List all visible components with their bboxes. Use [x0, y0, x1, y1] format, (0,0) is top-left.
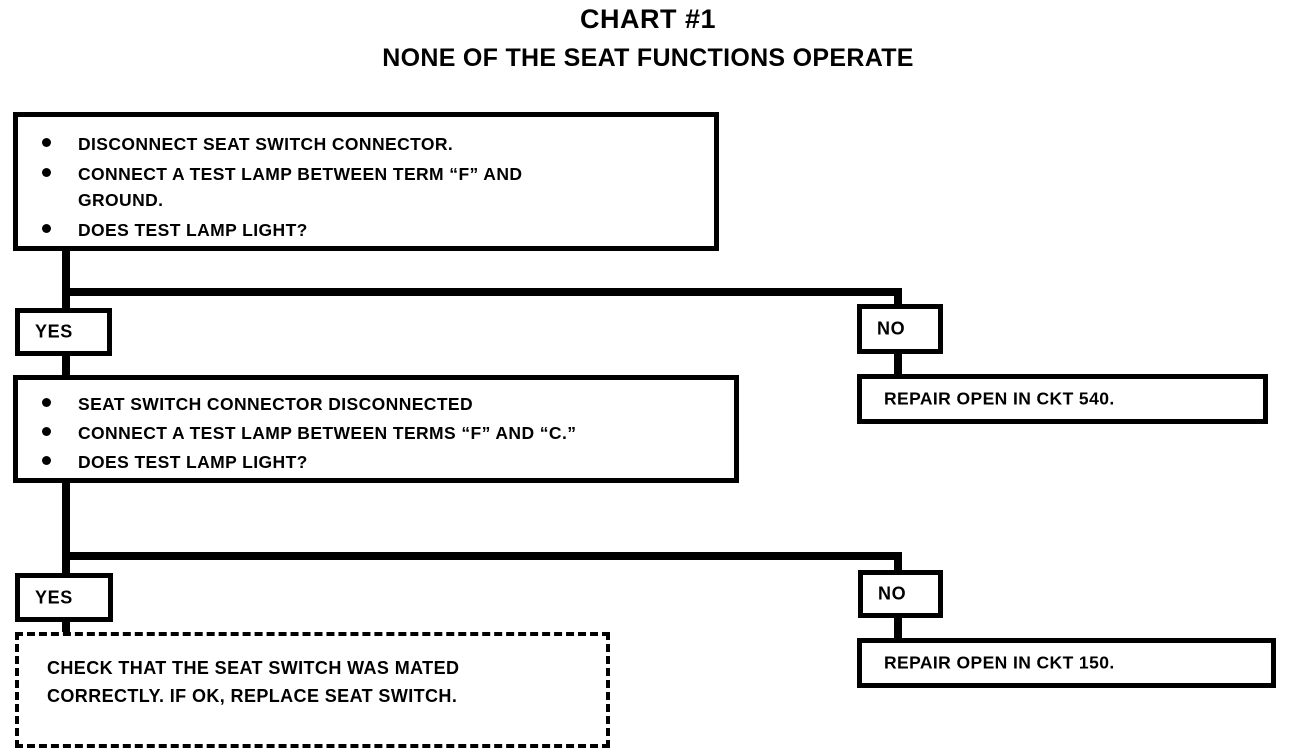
bullet-dot-icon — [42, 398, 51, 407]
step1-bullet-2: CONNECT A TEST LAMP BETWEEN TERM “F” AND… — [78, 164, 523, 210]
step1-bullet-1: DISCONNECT SEAT SWITCH CONNECTOR. — [78, 134, 454, 154]
branch1-no-outcome-box: REPAIR OPEN IN CKT 540. — [857, 374, 1268, 424]
bullet-dot-icon — [42, 456, 51, 465]
page-title: CHART #1 — [579, 4, 717, 34]
connector-branch2-no-to-repair — [894, 618, 902, 640]
branch1-yes-box: YES — [15, 308, 112, 356]
connector-branch2-bar — [62, 552, 902, 560]
branch2-no-box: NO — [858, 570, 943, 618]
list-item: DOES TEST LAMP LIGHT? — [18, 217, 714, 243]
branch2-yes-outcome-label: CHECK THAT THE SEAT SWITCH WAS MATED COR… — [47, 658, 460, 706]
list-item: DISCONNECT SEAT SWITCH CONNECTOR. — [18, 131, 714, 157]
branch1-no-box: NO — [857, 304, 943, 354]
branch2-yes-box: YES — [15, 573, 113, 622]
step1-instruction-box: DISCONNECT SEAT SWITCH CONNECTOR. CONNEC… — [13, 112, 719, 251]
bullet-dot-icon — [42, 168, 51, 177]
list-item: CONNECT A TEST LAMP BETWEEN TERMS “F” AN… — [18, 420, 734, 446]
page-subtitle: NONE OF THE SEAT FUNCTIONS OPERATE — [382, 44, 914, 72]
connector-branch1-yes-drop — [62, 356, 70, 378]
branch1-no-label: NO — [877, 318, 906, 339]
step2-bullet-1: SEAT SWITCH CONNECTOR DISCONNECTED — [78, 394, 474, 414]
bullet-dot-icon — [42, 427, 51, 436]
bullet-dot-icon — [42, 224, 51, 233]
step2-bullet-2: CONNECT A TEST LAMP BETWEEN TERMS “F” AN… — [78, 423, 577, 443]
connector-branch1-bar — [62, 288, 902, 296]
connector-branch1-no-drop — [894, 288, 902, 308]
step2-bullet-list: SEAT SWITCH CONNECTOR DISCONNECTED CONNE… — [18, 380, 734, 478]
branch2-yes-label: YES — [35, 587, 73, 607]
list-item: DOES TEST LAMP LIGHT? — [18, 449, 734, 475]
branch2-no-outcome-box: REPAIR OPEN IN CKT 150. — [857, 638, 1276, 688]
connector-step1-stem — [62, 251, 70, 311]
step1-bullet-3: DOES TEST LAMP LIGHT? — [78, 220, 308, 240]
branch1-no-outcome-label: REPAIR OPEN IN CKT 540. — [884, 388, 1115, 409]
branch2-no-outcome-label: REPAIR OPEN IN CKT 150. — [884, 652, 1115, 673]
connector-branch2-no-drop — [894, 552, 902, 572]
branch2-no-label: NO — [878, 583, 907, 604]
connector-branch1-no-to-repair — [894, 354, 902, 376]
branch1-yes-label: YES — [35, 321, 73, 342]
list-item: SEAT SWITCH CONNECTOR DISCONNECTED — [18, 391, 734, 417]
connector-branch2-yes-drop — [62, 622, 70, 638]
branch2-yes-outcome-box: CHECK THAT THE SEAT SWITCH WAS MATED COR… — [15, 632, 610, 748]
step2-instruction-box: SEAT SWITCH CONNECTOR DISCONNECTED CONNE… — [13, 375, 739, 483]
list-item: CONNECT A TEST LAMP BETWEEN TERM “F” AND… — [18, 161, 714, 213]
step1-bullet-list: DISCONNECT SEAT SWITCH CONNECTOR. CONNEC… — [18, 117, 714, 246]
step2-bullet-3: DOES TEST LAMP LIGHT? — [78, 452, 308, 472]
bullet-dot-icon — [42, 138, 51, 147]
connector-step2-stem — [62, 483, 70, 576]
